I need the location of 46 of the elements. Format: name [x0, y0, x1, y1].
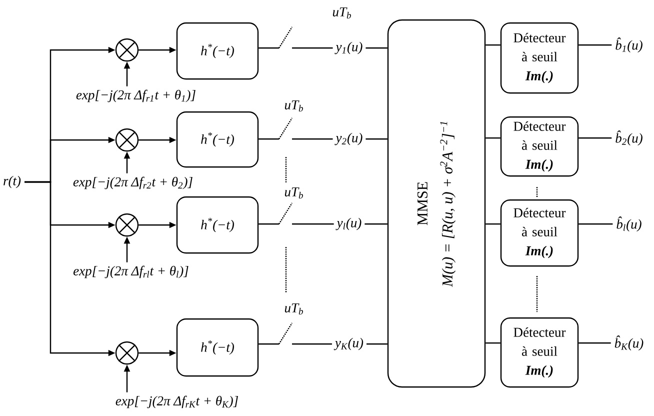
connector-line	[486, 342, 500, 344]
sampling-switch	[278, 26, 293, 48]
sampling-time-label: uT$_{b}$	[284, 187, 303, 199]
connector-line	[486, 137, 500, 139]
detector-box: Détecteur à seuil Im(.)	[500, 116, 579, 177]
multiplier-symbol	[115, 128, 139, 152]
output-label: b̂$_{l}$(u)	[616, 216, 642, 232]
formula-label: exp[−j(2π Δf$_{rK}$t + θ$_{K}$)]	[116, 396, 238, 408]
sampling-switch	[278, 322, 293, 344]
formula-label: exp[−j(2π Δf$_{r1}$t + θ$_{1}$)]	[76, 90, 196, 102]
sampling-time-label: uT$_{b}$	[332, 7, 351, 19]
filter-box: h$^{*}$(−t)	[176, 22, 259, 80]
detector-box: Détecteur à seuil Im(.)	[500, 317, 579, 388]
filter-box: h$^{*}$(−t)	[176, 196, 259, 254]
multiplier-symbol	[115, 341, 139, 365]
output-label: b̂$_{K}$(u)	[614, 336, 644, 350]
detector-box: Détecteur à seuil Im(.)	[500, 22, 579, 94]
connector-line	[486, 223, 500, 225]
connector-line	[578, 342, 611, 344]
formula-label: exp[−j(2π Δf$_{r2}$t + θ$_{2}$)]	[73, 176, 192, 190]
output-label: b̂$_{1}$(u)	[616, 38, 642, 52]
sampling-switch	[278, 202, 293, 224]
multiplier-symbol	[115, 213, 139, 237]
filter-box: h$^{*}$(−t)	[176, 318, 259, 377]
sampling-time-label: uT$_{b}$	[284, 100, 303, 112]
signal-label: y$_{2}$(u)	[332, 130, 366, 148]
sampling-time-label: uT$_{b}$	[284, 303, 303, 315]
filter-box: h$^{*}$(−t)	[176, 111, 259, 168]
formula-label: exp[−j(2π Δf$_{rl}$t + θ$_{l}$)]	[74, 266, 188, 278]
connector-line	[578, 223, 613, 225]
signal-label: r(t)	[4, 176, 21, 188]
signal-label: y$_{1}$(u)	[332, 38, 366, 58]
multiplier-symbol	[115, 38, 139, 62]
connector-line	[258, 138, 279, 140]
connector-line	[578, 137, 612, 139]
connector-line	[258, 47, 279, 49]
detector-box: Détecteur à seuil Im(.)	[500, 199, 579, 267]
connector-line	[258, 223, 279, 225]
sampling-switch	[278, 118, 293, 140]
signal-label: y$_{l}$(u)	[334, 214, 365, 234]
connector-line	[578, 44, 612, 46]
output-label: b̂$_{2}$(u)	[616, 130, 642, 146]
signal-label: y$_{K}$(u)	[332, 334, 366, 354]
connector-line	[486, 44, 500, 46]
mmse-box: MMSE M(u) = [R(u, u) + σ$^{2}$A$^{−2}$]$^{−1}$	[387, 19, 486, 388]
connector-line	[258, 343, 279, 345]
